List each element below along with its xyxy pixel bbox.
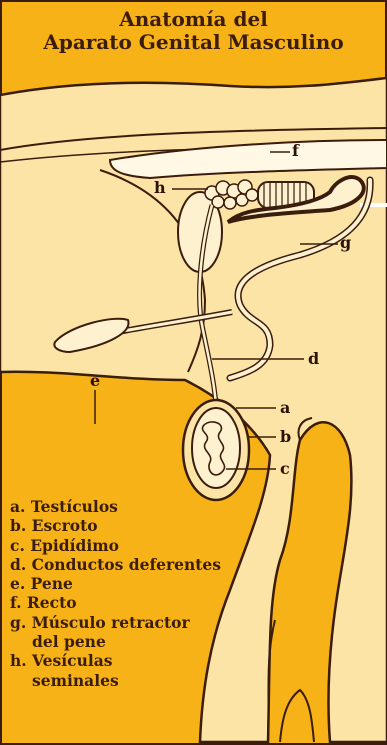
legend-item-g-continued: del pene [10,632,221,651]
callout-d: d [308,351,319,367]
legend-item-f: f. Recto [10,593,221,612]
title-line-1: Anatomía del [0,8,387,30]
legend-item-d: d. Conductos deferentes [10,555,221,574]
callout-h: h [154,180,166,196]
testicle [192,408,240,488]
legend-item-a: a. Testículos [10,497,221,516]
legend-item-b: b. Escroto [10,516,221,535]
callout-a: a [280,400,290,416]
legend-item-h: h. Vesículas [10,651,221,670]
legend: a. Testículos b. Escroto c. Epidídimo d.… [10,497,221,690]
legend-item-h-continued: seminales [10,671,221,690]
callout-g: g [340,235,351,251]
callout-f: f [292,143,299,159]
callout-e: e [90,373,100,389]
legend-item-e: e. Pene [10,574,221,593]
legend-item-c: c. Epidídimo [10,536,221,555]
title-line-2: Aparato Genital Masculino [0,31,387,53]
callout-b: b [280,429,291,445]
legend-item-g: g. Músculo retractor [10,613,221,632]
callout-c: c [280,461,290,477]
